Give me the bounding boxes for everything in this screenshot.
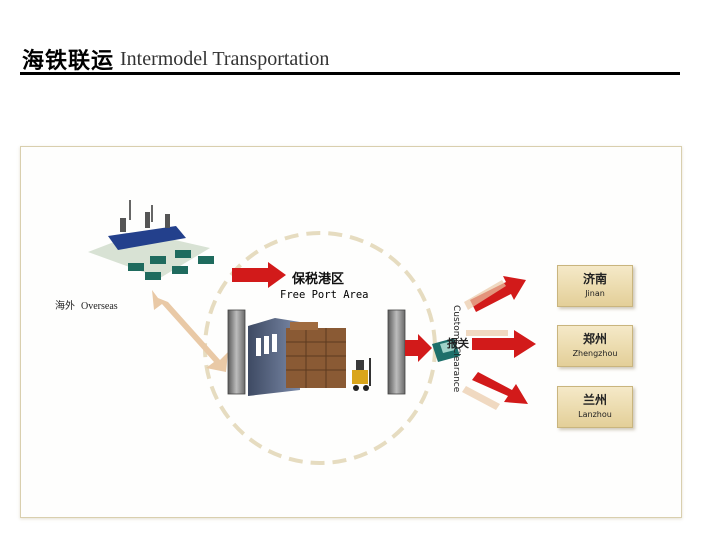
customs-label-cn: 报关 [447,337,469,350]
cargo-stack-icon [286,322,346,388]
city-name-en: Lanzhou [578,410,612,419]
city-name-cn: 济南 [582,272,607,286]
city-box-jinan: 济南 Jinan [557,265,633,307]
title-english: Intermodel Transportation [120,48,330,70]
free-port-label-cn: 保税港区 [292,272,345,287]
train-icon [432,338,460,362]
arrow-to-customs [405,334,432,362]
overseas-label-cn: 海外 [55,301,75,312]
overseas-label: 海外 Overseas [55,297,118,312]
city-box-zhengzhou: 郑州 Zhengzhou [557,325,633,367]
city-name-en: Zhengzhou [572,349,618,358]
arrow-to-free-port [232,262,286,288]
city-box-lanzhou: 兰州 Lanzhou [557,386,633,428]
overseas-label-en: Overseas [81,301,118,312]
port-ship-icon [88,200,214,280]
arrows-to-cities [470,276,536,404]
title-divider [20,72,680,75]
left-gate-wall [227,309,246,395]
city-name-en: Jinan [585,289,605,298]
forklift-icon [352,358,371,391]
title-chinese: 海铁联运 [22,49,115,74]
city-name-cn: 兰州 [582,393,607,407]
right-gate-wall [387,309,406,395]
city-name-cn: 郑州 [582,332,607,346]
two-way-arrow [152,290,228,372]
free-port-label-en: Free Port Area [280,289,369,301]
